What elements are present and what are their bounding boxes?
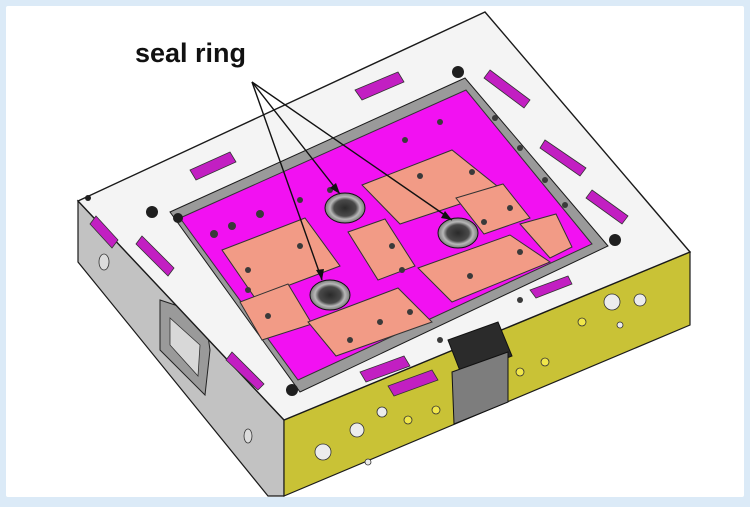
pocket — [529, 275, 573, 299]
pocket — [539, 139, 587, 177]
callout-arrows — [251, 81, 453, 281]
insert-plate — [221, 217, 341, 299]
port — [314, 443, 332, 461]
arrow-heads — [316, 183, 452, 280]
pocket — [89, 215, 119, 249]
seal-ring-label: seal ring — [135, 38, 246, 68]
port — [577, 317, 587, 327]
seal-ring-holes — [309, 192, 479, 311]
port — [349, 422, 365, 438]
front-ports — [314, 293, 647, 466]
small-holes — [210, 115, 568, 343]
pocket — [135, 235, 175, 277]
arrow-head — [316, 269, 324, 280]
arrow — [251, 81, 341, 195]
port — [98, 253, 110, 271]
mold-base-diagram: seal ring — [76, 11, 692, 497]
pocket — [483, 69, 531, 109]
insert-plates — [221, 149, 573, 357]
arrow-head — [441, 211, 452, 220]
port — [364, 458, 372, 466]
insert-plate — [519, 213, 573, 259]
left-side-recess-inner — [169, 317, 201, 377]
port — [603, 293, 621, 311]
insert-plate — [417, 234, 552, 303]
insert-plate — [307, 287, 433, 357]
pocket — [359, 355, 411, 383]
frame-pockets — [89, 69, 629, 397]
front-connector-slot — [451, 351, 509, 425]
port — [403, 415, 413, 425]
left-ports — [98, 253, 253, 444]
seal-ring — [437, 217, 479, 249]
front-connector — [447, 321, 513, 377]
port — [633, 293, 647, 307]
pocket — [585, 189, 629, 225]
port — [540, 357, 550, 367]
pocket — [189, 151, 237, 181]
insert-plate — [347, 218, 416, 281]
arrow — [251, 81, 453, 221]
seal-ring — [309, 279, 351, 311]
port — [616, 321, 624, 329]
pocket — [225, 351, 265, 391]
corner-holes — [85, 66, 621, 396]
port — [376, 406, 388, 418]
seal-ring — [324, 192, 366, 224]
port — [243, 428, 253, 444]
arrow-head — [330, 183, 340, 194]
pocket — [387, 369, 439, 397]
port — [431, 405, 441, 415]
insert-plate — [455, 183, 531, 235]
port — [515, 367, 525, 377]
pocket — [354, 71, 405, 101]
arrow — [251, 81, 323, 281]
image-frame: seal ring — [6, 6, 744, 497]
